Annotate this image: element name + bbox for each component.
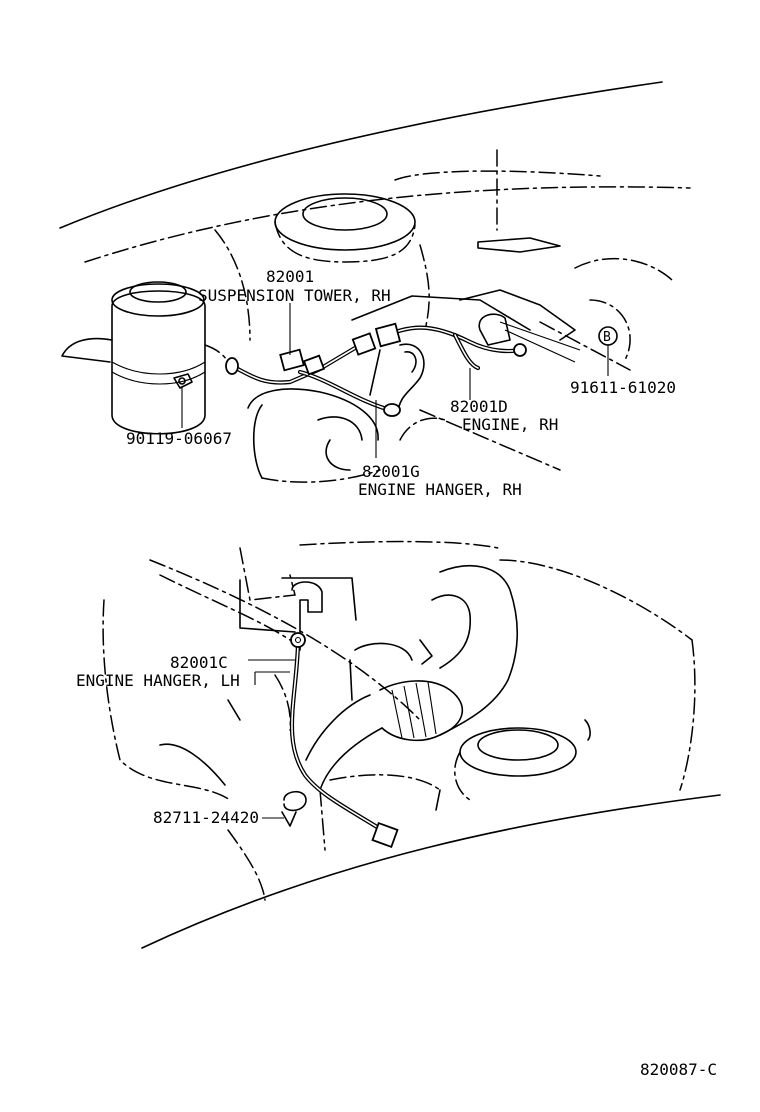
part-82001g-name: ENGINE HANGER, RH [358,480,522,499]
part-82001g-number: 82001G [362,462,420,481]
part-82001d-number: 82001D [450,397,508,416]
figure-id: 820087-C [640,1060,717,1079]
part-82001d-name: ENGINE, RH [462,415,558,434]
part-82001-name: SUSPENSION TOWER, RH [198,286,391,305]
callout-b-label: B [603,330,611,345]
bottom-leader-lines [248,659,296,819]
top-engine-bay-illustration [59,81,691,483]
part-82001c-number: 82001C [170,653,228,672]
top-leader-lines [181,303,609,458]
part-90119-number: 90119-06067 [126,429,232,448]
part-82001-number: 82001 [266,267,314,286]
part-82711-number: 82711-24420 [153,808,259,827]
bottom-engine-bay-illustration [102,540,721,949]
part-82001c-name: ENGINE HANGER, LH [76,671,240,690]
part-91611-number: 91611-61020 [570,378,676,397]
